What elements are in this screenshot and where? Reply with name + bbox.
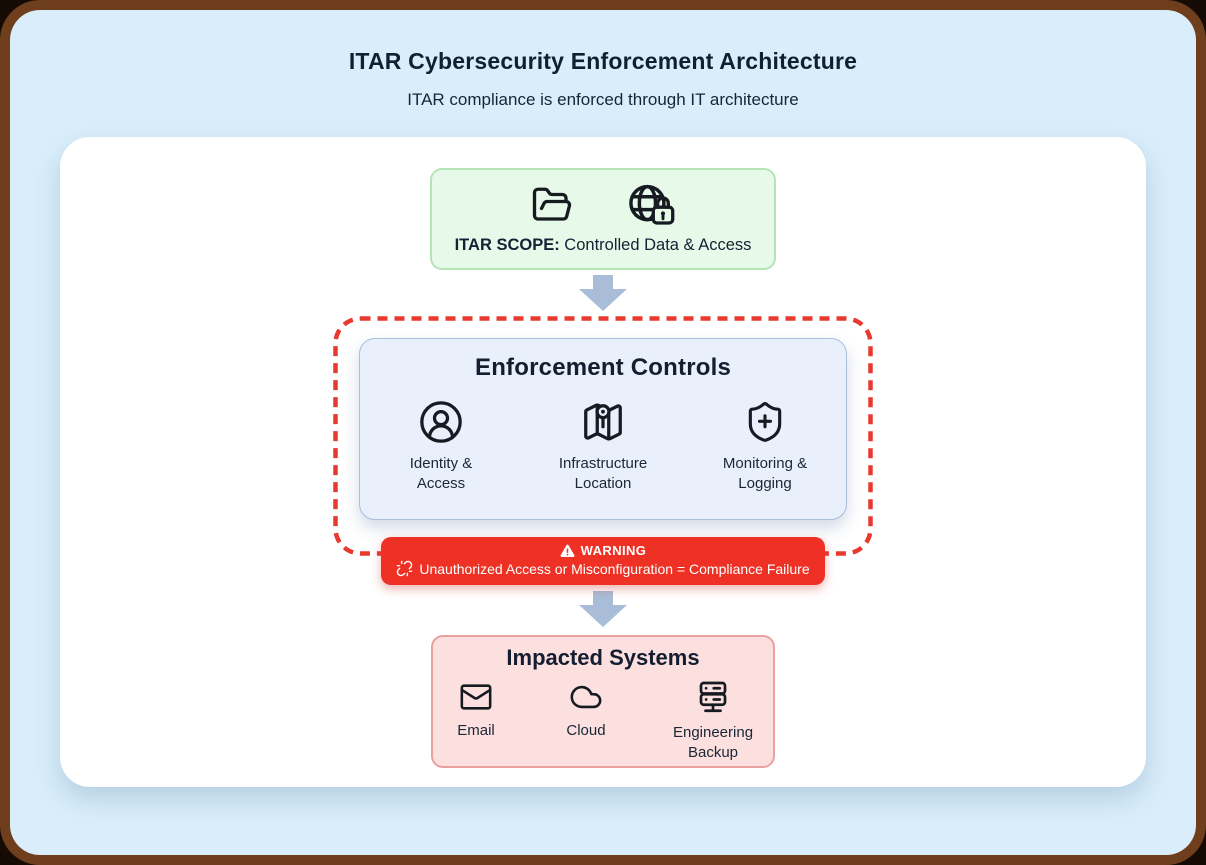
warning-title: WARNING [580, 543, 647, 558]
impacted-label: Engineering Backup [672, 724, 754, 761]
down-arrow-icon [579, 591, 627, 627]
globe-lock-icon [627, 183, 677, 227]
control-item-monitoring-logging: Monitoring & Logging [684, 399, 846, 495]
impacted-item-engineering-backup: Engineering Backup [653, 680, 773, 762]
mail-icon [457, 680, 495, 714]
broken-link-icon [396, 560, 413, 577]
scope-icons-row [529, 183, 677, 227]
cloud-icon [566, 680, 606, 714]
warning-triangle-icon [560, 544, 575, 558]
impacted-label: Cloud [566, 722, 606, 739]
page-subtitle: ITAR compliance is enforced through IT a… [407, 90, 799, 109]
down-arrow-icon [579, 275, 627, 311]
impacted-item-email: Email [433, 680, 519, 762]
shield-plus-icon [743, 399, 787, 445]
control-item-infrastructure-location: Infrastructure Location [522, 399, 684, 495]
control-label: Monitoring & Logging [722, 455, 808, 493]
impacted-systems-row: Email Cloud [433, 680, 773, 762]
scope-label-bold: ITAR SCOPE: [454, 236, 560, 254]
scope-label-rest: Controlled Data & Access [559, 236, 752, 254]
warning-title-row: WARNING [560, 543, 647, 558]
impacted-label: Email [457, 722, 495, 739]
open-folder-icon [529, 184, 575, 226]
diagram-background-card: ITAR Cybersecurity Enforcement Architect… [10, 10, 1196, 855]
enforcement-dashed-zone: Enforcement Controls Identity & Access [333, 316, 873, 556]
control-item-identity-access: Identity & Access [360, 399, 522, 495]
control-label: Identity & Access [409, 455, 473, 493]
user-circle-icon [418, 399, 464, 445]
control-label: Infrastructure Location [558, 455, 648, 493]
impacted-systems-title: Impacted Systems [506, 645, 700, 670]
diagram-panel: ITAR SCOPE: Controlled Data & Access Enf… [60, 137, 1146, 787]
impacted-systems-box: Impacted Systems Email [431, 635, 775, 768]
itar-scope-box: ITAR SCOPE: Controlled Data & Access [430, 168, 776, 270]
server-icon [694, 680, 732, 716]
warning-banner: WARNING Unauthorized Access or Misconfig… [381, 537, 825, 585]
enforcement-controls-card: Enforcement Controls Identity & Access [359, 338, 847, 520]
warning-message: Unauthorized Access or Misconfiguration … [419, 560, 810, 577]
warning-message-row: Unauthorized Access or Misconfiguration … [396, 560, 810, 577]
scope-label: ITAR SCOPE: Controlled Data & Access [455, 236, 752, 255]
enforcement-controls-title: Enforcement Controls [474, 354, 732, 381]
page-title: ITAR Cybersecurity Enforcement Architect… [348, 48, 858, 74]
map-location-icon [577, 399, 629, 445]
impacted-item-cloud: Cloud [543, 680, 629, 762]
enforcement-controls-row: Identity & Access [360, 399, 846, 495]
